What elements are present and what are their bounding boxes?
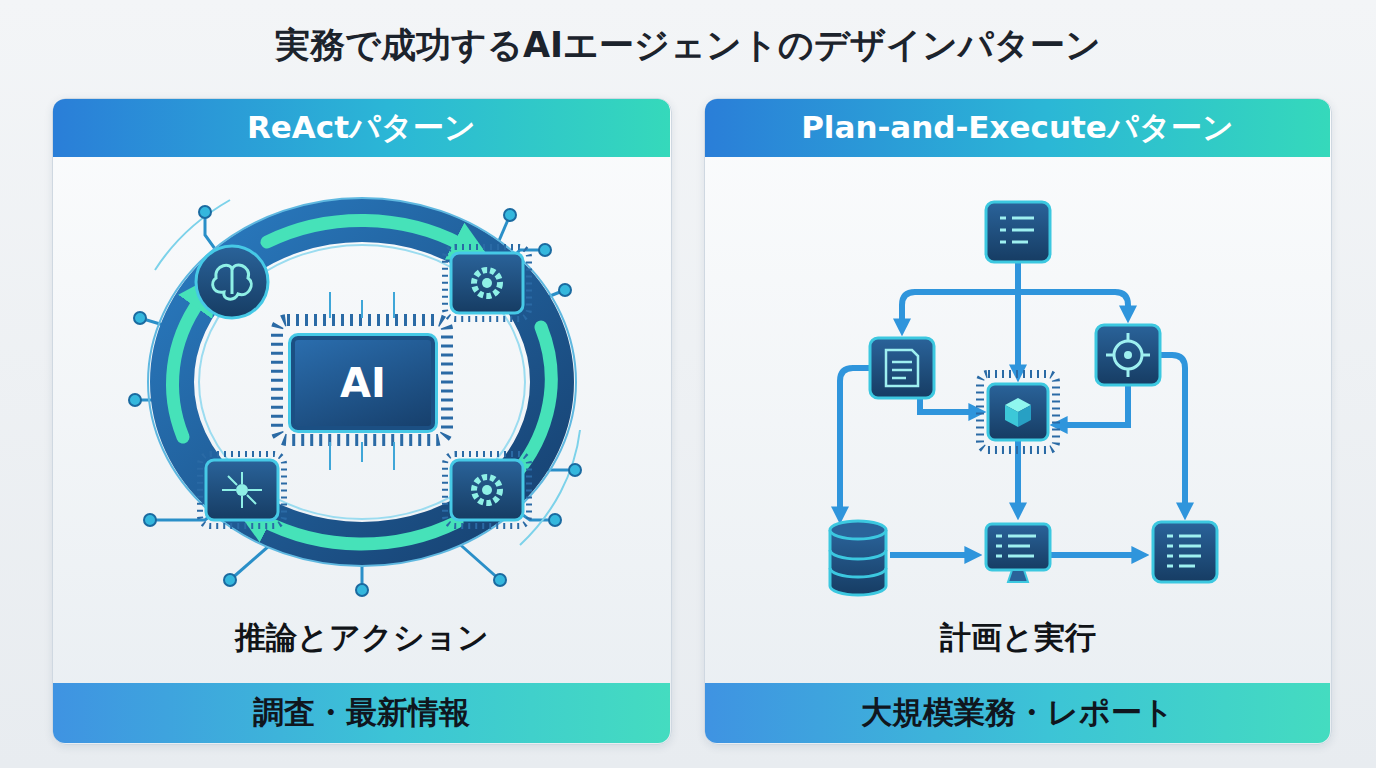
flow-arrows-part xyxy=(890,552,968,558)
target-icon-part xyxy=(1096,325,1160,385)
target-icon-part xyxy=(1124,351,1132,359)
document-icon-part xyxy=(870,338,934,398)
circuit-dots-part xyxy=(494,574,506,586)
monitor-icon-part xyxy=(1008,570,1028,582)
report-icon-part xyxy=(1153,522,1217,582)
flow-arrows-part xyxy=(1015,292,1021,368)
document-icon xyxy=(986,202,1050,262)
flow-arrows-part xyxy=(1064,385,1128,425)
circuit-dots-part xyxy=(129,394,141,406)
circuit-dots-part xyxy=(356,584,368,596)
document-icon xyxy=(870,338,934,398)
circuit-dots-part xyxy=(569,464,581,476)
card-ground-part xyxy=(52,98,672,745)
target-icon-part xyxy=(1106,333,1150,377)
circuit-dots-part xyxy=(224,574,236,586)
pattern-caption: 計画と実行 xyxy=(705,617,1331,659)
report-icon-part xyxy=(1167,536,1201,566)
circuit-dots-part xyxy=(549,514,561,526)
gear-chip-part xyxy=(445,454,529,526)
cycle-ring-part xyxy=(148,198,576,566)
flow-arrows-part xyxy=(840,368,870,510)
monitor-icon-part xyxy=(996,536,1036,556)
circuit-chip xyxy=(200,454,284,526)
processor-icon-part xyxy=(1018,405,1031,427)
processor-icon-part xyxy=(1005,405,1018,427)
brain-chip-part xyxy=(196,246,268,318)
gear-chip xyxy=(445,247,529,319)
flow-arrows-part xyxy=(902,262,1018,322)
flow-arrows-part xyxy=(1018,292,1128,309)
target-icon-part xyxy=(1114,341,1142,369)
processor-icon-part xyxy=(980,374,1056,450)
chip-label: AI xyxy=(340,360,386,406)
monitor-icon-part xyxy=(986,524,1050,570)
circuit-lines-part xyxy=(230,545,270,580)
gear-chip-part xyxy=(482,278,492,288)
center-chip-pins-part xyxy=(277,320,447,440)
cycle-ring xyxy=(148,198,576,566)
flow-arrows-part xyxy=(1050,552,1135,558)
circuit-chip-part xyxy=(200,454,284,526)
circuit-chip-part xyxy=(236,484,248,496)
header-band-text: Plan-and-Executeパターン xyxy=(801,107,1234,149)
target-icon xyxy=(1096,325,1160,385)
circuit-chip-part xyxy=(222,472,262,508)
card-ground xyxy=(52,98,1332,745)
gear-chip-part xyxy=(474,477,500,503)
gear-chip-part xyxy=(482,485,492,495)
gear-chip-part xyxy=(445,247,529,319)
diagram-title: 実務で成功するAIエージェントのデザインパターン xyxy=(0,22,1376,69)
flow-arrows-part xyxy=(1015,440,1021,506)
cycle-ring-part xyxy=(172,220,552,544)
gear-chip-part xyxy=(474,270,500,296)
cycle-arrows xyxy=(173,221,552,544)
footer-band-text: 調査・最新情報 xyxy=(253,692,470,734)
processor-icon xyxy=(980,374,1056,450)
header-band: ReActパターン xyxy=(53,99,670,157)
footer-band: 大規模業務・レポート xyxy=(705,683,1330,743)
gear-chip-part xyxy=(451,253,523,313)
circuit-dots-part xyxy=(539,244,551,256)
circuit-chip-part xyxy=(206,460,278,520)
card-ground-part xyxy=(704,98,1332,745)
report-icon xyxy=(1153,522,1217,582)
footer-band: 調査・最新情報 xyxy=(53,683,670,743)
flow-arrows xyxy=(840,262,1185,555)
pattern-card: 計画と実行 Plan-and-Executeパターン大規模業務・レポート xyxy=(704,98,1332,745)
document-icon-part xyxy=(1000,218,1034,242)
header-band: Plan-and-Executeパターン xyxy=(705,99,1330,157)
header-band-text: ReActパターン xyxy=(247,107,476,149)
center-chip-pins xyxy=(277,292,447,470)
circuit-lines xyxy=(135,200,580,590)
pattern-card: 推論とアクション ReActパターン AI 調査・最新情報 xyxy=(52,98,672,745)
footer-band-text: 大規模業務・レポート xyxy=(861,692,1174,734)
database-icon-part xyxy=(830,550,886,577)
brain-chip-part xyxy=(213,265,252,299)
database-icon-part xyxy=(830,521,886,539)
document-icon-part xyxy=(886,350,918,386)
pattern-caption: 推論とアクション xyxy=(53,617,671,659)
ai-chip: AI xyxy=(288,333,438,433)
gear-chip xyxy=(445,454,529,526)
gear-chip-part xyxy=(451,460,523,520)
flow-arrows-part xyxy=(920,398,972,412)
cycle-arrows-part xyxy=(267,221,462,245)
monitor-icon xyxy=(986,524,1050,582)
circuit-dots-part xyxy=(559,284,571,296)
cycle-arrows-part xyxy=(262,520,457,544)
processor-icon-part xyxy=(988,384,1048,440)
cycle-arrows-part xyxy=(173,300,200,437)
circuit-dots-part xyxy=(144,514,156,526)
circuit-dots-part xyxy=(199,206,211,218)
circuit-dots-part xyxy=(504,209,516,221)
circuit-lines-part xyxy=(455,540,500,580)
brain-chip xyxy=(196,246,268,318)
document-icon-part xyxy=(986,202,1050,262)
circuit-dots-part xyxy=(134,312,146,324)
database-icon xyxy=(830,521,886,595)
flow-arrows-part xyxy=(1160,355,1185,506)
